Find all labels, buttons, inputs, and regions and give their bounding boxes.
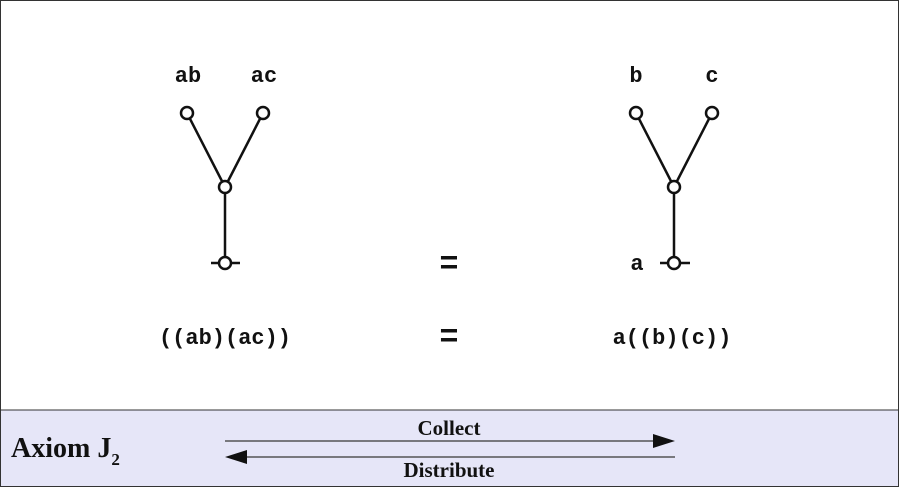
equals-sign: = [439, 246, 458, 283]
root-label: a [630, 252, 643, 277]
left-expression: ((ab)(ac)) [159, 326, 291, 351]
leaf-node [704, 105, 720, 121]
root-node [666, 255, 682, 271]
right-tree [628, 105, 720, 271]
left-tree [179, 105, 271, 271]
left-leaf-label: ab [175, 64, 201, 89]
distribute-arrow [225, 450, 675, 464]
right-leaf-label: ac [251, 64, 277, 89]
collect-arrow [225, 434, 675, 448]
axiom-title: Axiom J2 [11, 433, 120, 469]
leaf-node [255, 105, 271, 121]
branch-node [217, 179, 233, 195]
leaf-node [179, 105, 195, 121]
footer-panel [0, 409, 899, 487]
root-node [217, 255, 233, 271]
right-expression: a((b)(c)) [613, 326, 732, 351]
left-leaf-label: b [629, 64, 642, 89]
branch-node [666, 179, 682, 195]
distribute-label: Distribute [404, 458, 495, 482]
right-leaf-label: c [705, 64, 718, 89]
collect-label: Collect [418, 416, 481, 440]
equals-sign: = [439, 319, 458, 356]
leaf-node [628, 105, 644, 121]
